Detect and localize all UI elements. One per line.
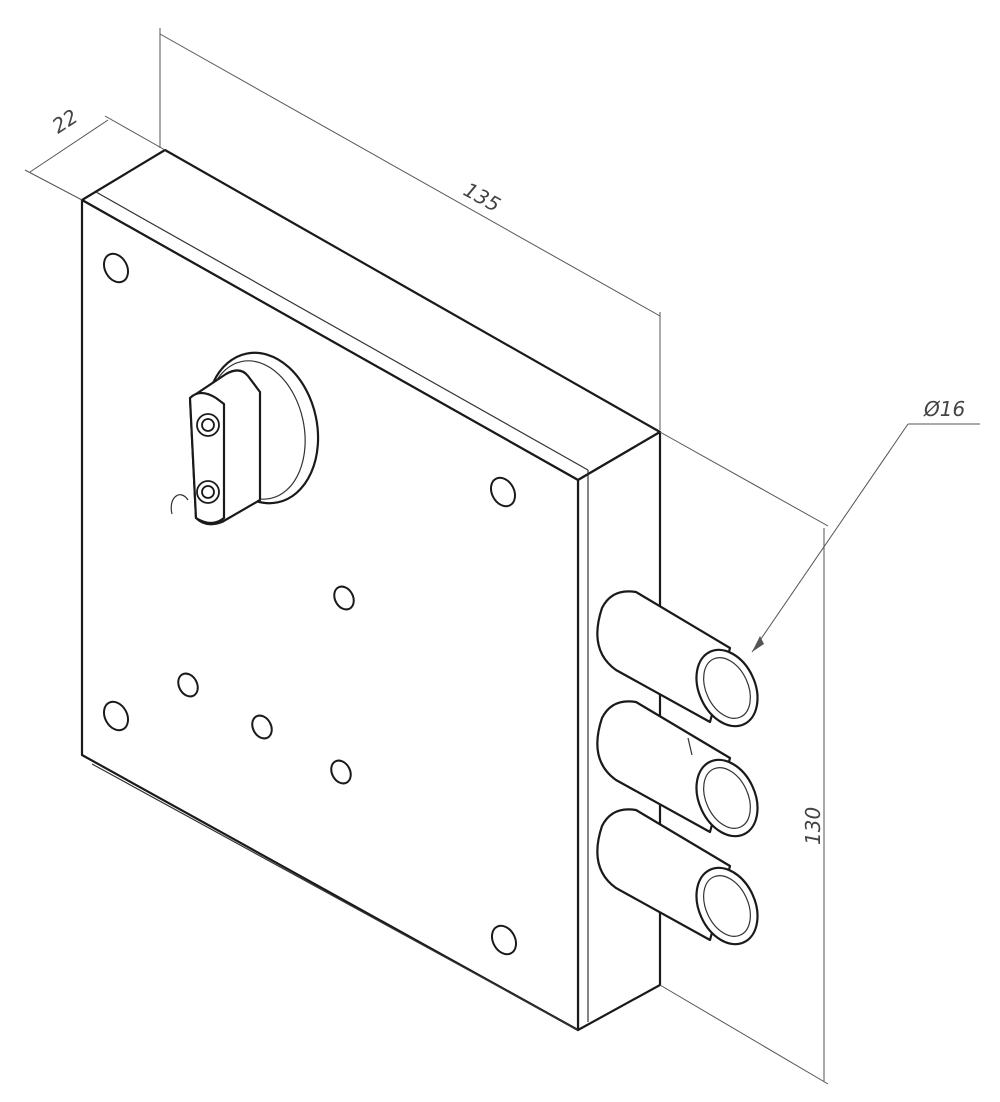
small-hole <box>251 714 273 740</box>
dimension-height: 130 <box>659 431 829 1085</box>
arrow-icon <box>752 636 764 652</box>
dimension-diameter: Ø16 <box>751 397 980 653</box>
mounting-hole <box>103 700 129 732</box>
small-hole <box>333 585 355 611</box>
mounting-hole <box>491 924 517 956</box>
mounting-hole <box>490 476 516 508</box>
bolt-3 <box>596 808 759 946</box>
lock-case <box>80 148 662 1032</box>
small-hole <box>330 759 352 785</box>
mounting-holes <box>103 252 517 956</box>
key-cylinder <box>188 351 320 526</box>
bolt-2 <box>596 700 759 838</box>
mounting-hole <box>103 252 129 284</box>
diameter-label: Ø16 <box>923 397 965 421</box>
small-hole <box>177 672 199 698</box>
height-label: 130 <box>801 807 825 845</box>
bolt-1 <box>596 590 759 728</box>
width-label: 135 <box>460 177 505 217</box>
thickness-label: 22 <box>48 104 82 138</box>
small-hole-arc <box>170 494 189 515</box>
